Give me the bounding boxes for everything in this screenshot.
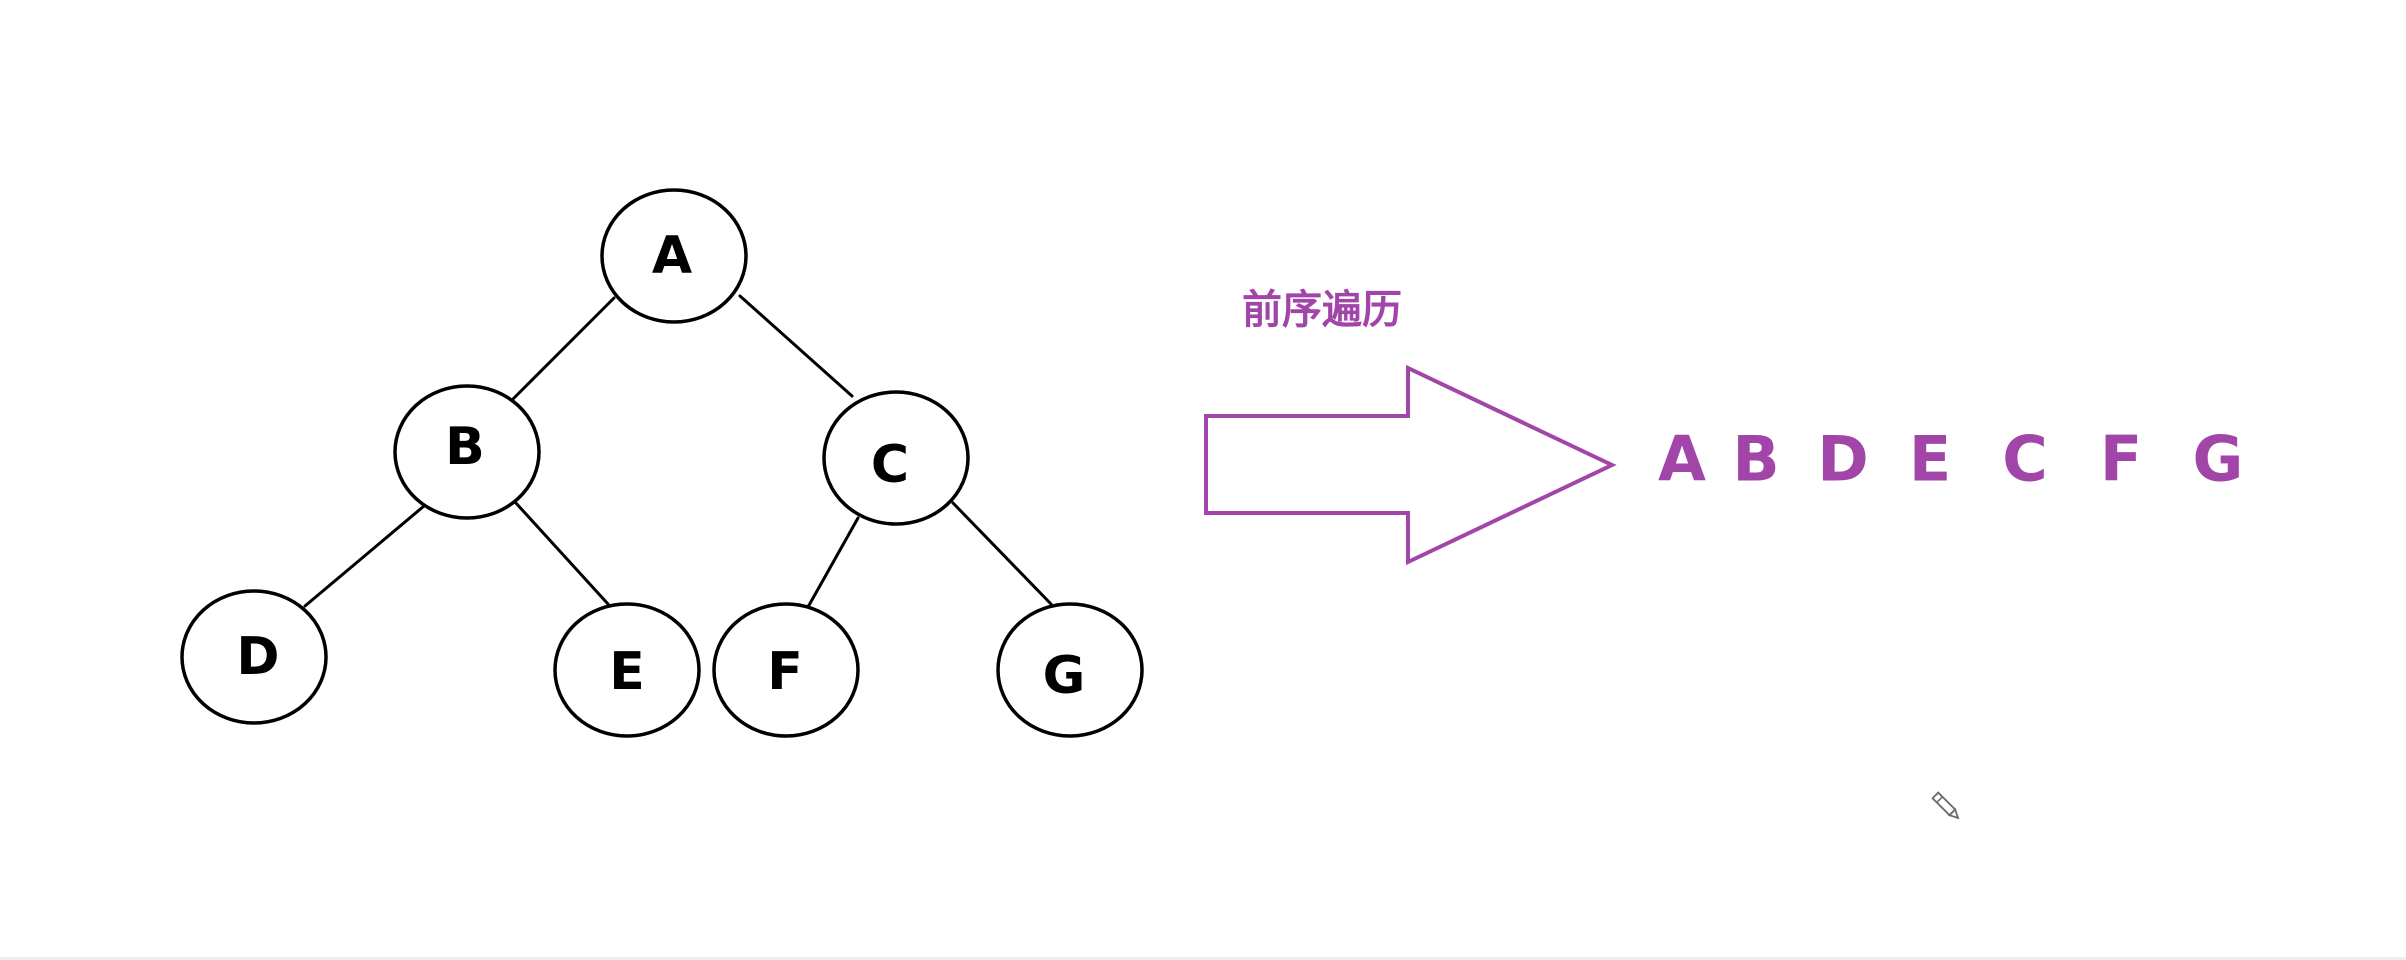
edge-b-e [513, 500, 610, 606]
sequence-item-6: F [2100, 423, 2142, 496]
edge-a-c [738, 294, 854, 398]
sequence-item-4: E [1909, 423, 1951, 496]
edge-c-f [806, 516, 860, 609]
tree-node-a [600, 188, 748, 324]
sequence-item-1: A [1658, 423, 1706, 496]
tree-node-b [393, 384, 541, 520]
sequence-item-2: B [1732, 423, 1779, 496]
pencil-icon [1931, 791, 1960, 820]
tree-nodes [180, 188, 1144, 738]
sequence-item-3: D [1817, 423, 1868, 496]
tree-node-f [712, 602, 860, 738]
sequence-item-7: G [2193, 423, 2244, 496]
edge-b-d [303, 504, 426, 608]
sequence-item-5: C [2002, 423, 2048, 496]
tree-node-label-g: G [1043, 646, 1086, 706]
tree-node-label-d: D [236, 627, 279, 687]
tree-node-g [996, 602, 1144, 738]
tree-node-label-a: A [652, 226, 692, 286]
edge-a-b [511, 296, 616, 401]
tree-node-labels: A B C D E F G [236, 226, 1085, 706]
traversal-sequence: A B D E C F G [1658, 423, 2243, 496]
tree-node-label-f: F [767, 642, 803, 702]
tree-node-label-e: E [609, 642, 645, 702]
edge-c-g [951, 501, 1053, 606]
right-arrow-icon [1204, 364, 1617, 566]
bottom-divider [0, 957, 2406, 960]
tree-node-d [180, 589, 328, 725]
tree-node-e [553, 602, 701, 738]
tree-edges [303, 294, 1053, 609]
traversal-title: 前序遍历 [1242, 287, 1402, 333]
tree-node-label-b: B [445, 417, 485, 477]
tree-node-c [822, 390, 970, 526]
tree-node-label-c: C [871, 435, 909, 495]
